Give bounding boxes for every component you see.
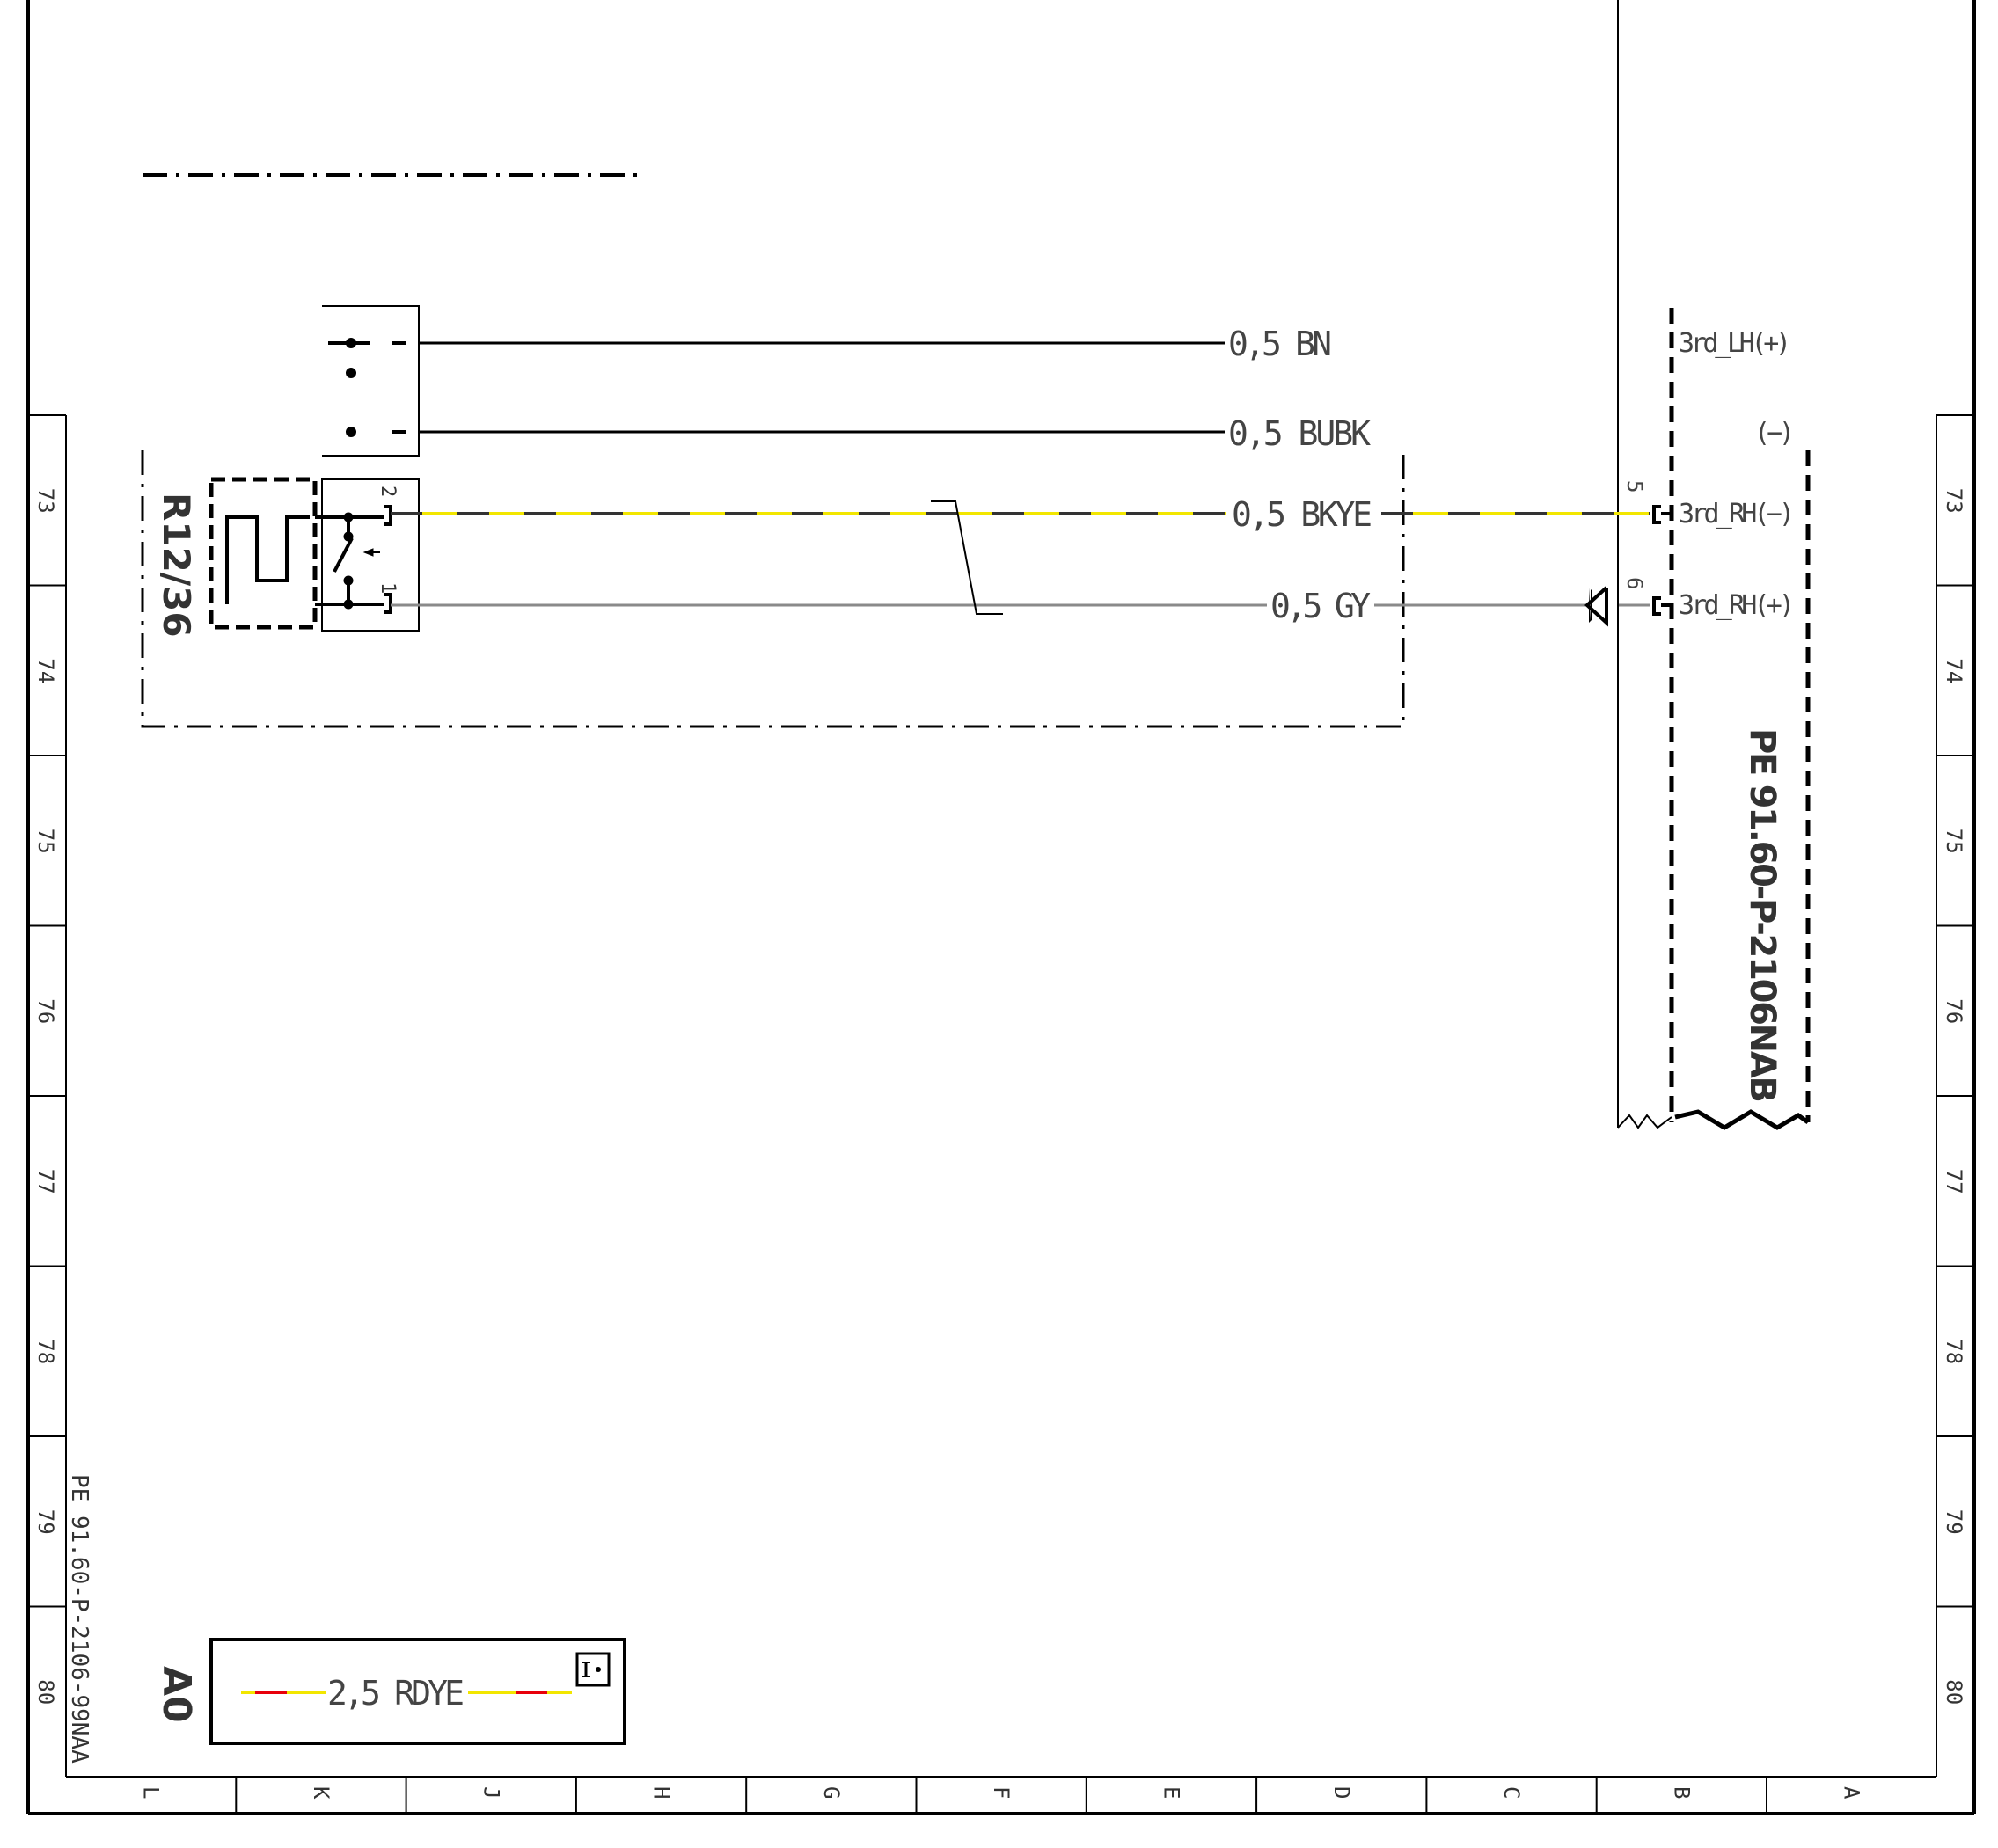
component-enclosure bbox=[141, 450, 1405, 728]
wire-gy: 0,5 GY bbox=[391, 586, 1650, 627]
upper-connector bbox=[322, 305, 420, 457]
row-number: 80 bbox=[33, 1679, 58, 1705]
row-number: 76 bbox=[1942, 998, 1966, 1024]
wire-label-bubk: 0,5 BUBK bbox=[1228, 414, 1371, 453]
column-letter: F bbox=[989, 1786, 1014, 1799]
row-number: 73 bbox=[33, 488, 58, 514]
connector-reference: PE 91.60-P-2106NAB bbox=[1742, 728, 1782, 1103]
twisted-pair-marker bbox=[931, 500, 1003, 615]
row-number: 75 bbox=[33, 829, 58, 854]
info-icon bbox=[575, 1652, 611, 1687]
pin-label: 3rd_RH(+) bbox=[1679, 590, 1795, 621]
pin-number-bottom: 1 bbox=[377, 582, 399, 594]
component-designation: R12/36 bbox=[155, 493, 198, 638]
column-letter: B bbox=[1669, 1786, 1694, 1799]
pin-label: (−) bbox=[1754, 418, 1795, 449]
pin-number: 5 bbox=[1622, 480, 1647, 493]
wire-label-bkye: 0,5 BKYE bbox=[1232, 495, 1372, 534]
row-number: 74 bbox=[33, 658, 58, 683]
column-letter: J bbox=[479, 1786, 503, 1799]
drawing-frame bbox=[26, 0, 1976, 1815]
row-number: 75 bbox=[1942, 829, 1966, 854]
column-letter: D bbox=[1329, 1786, 1354, 1799]
wire-bubk: 0,5 BUBK bbox=[419, 414, 1371, 453]
column-letter: C bbox=[1499, 1786, 1524, 1799]
legend: A0 2,5 RDYE bbox=[154, 1638, 626, 1745]
column-letter: E bbox=[1159, 1786, 1183, 1799]
row-number: 74 bbox=[1942, 658, 1966, 683]
row-number: 73 bbox=[1942, 488, 1966, 514]
column-letter: L bbox=[139, 1786, 164, 1799]
pin-number-top: 2 bbox=[377, 486, 399, 497]
page-reference: PE 91.60-P-2106-99NAA bbox=[66, 1474, 92, 1764]
wire-label-bn: 0,5 BN bbox=[1228, 325, 1332, 363]
row-markers: 73 73 74 74 75 75 76 76 77 77 78 78 79 79 80 80 bbox=[28, 414, 1974, 1705]
column-letter: A bbox=[1840, 1786, 1864, 1800]
row-number: 78 bbox=[1942, 1339, 1966, 1364]
legend-zone: A0 bbox=[154, 1666, 199, 1723]
right-connector bbox=[1617, 308, 1811, 1130]
row-number: 78 bbox=[33, 1339, 58, 1364]
column-letter: K bbox=[309, 1786, 333, 1800]
row-number: 79 bbox=[33, 1509, 58, 1535]
pin-label: 3rd_LH(+) bbox=[1679, 328, 1791, 359]
wire-bkye: 0,5 BKYE bbox=[391, 495, 1650, 534]
row-number: 77 bbox=[33, 1169, 58, 1194]
wire-label-gy: 0,5 GY bbox=[1270, 587, 1371, 625]
connector-pins: 3rd_LH(+) (−) 3rd_RH(−) 3rd_RH(+) 5 6 bbox=[1622, 328, 1795, 621]
row-number: 79 bbox=[1942, 1509, 1966, 1535]
legend-wire-label: 2,5 RDYE bbox=[327, 1674, 465, 1713]
pin-number: 6 bbox=[1622, 577, 1647, 589]
column-letter: G bbox=[819, 1786, 844, 1799]
row-number: 76 bbox=[33, 998, 58, 1024]
row-number: 77 bbox=[1942, 1169, 1966, 1194]
wire-bn: 0,5 BN bbox=[419, 325, 1332, 363]
pin-label: 3rd_RH(−) bbox=[1679, 499, 1795, 530]
row-number: 80 bbox=[1942, 1679, 1966, 1705]
column-letter: H bbox=[649, 1786, 674, 1799]
